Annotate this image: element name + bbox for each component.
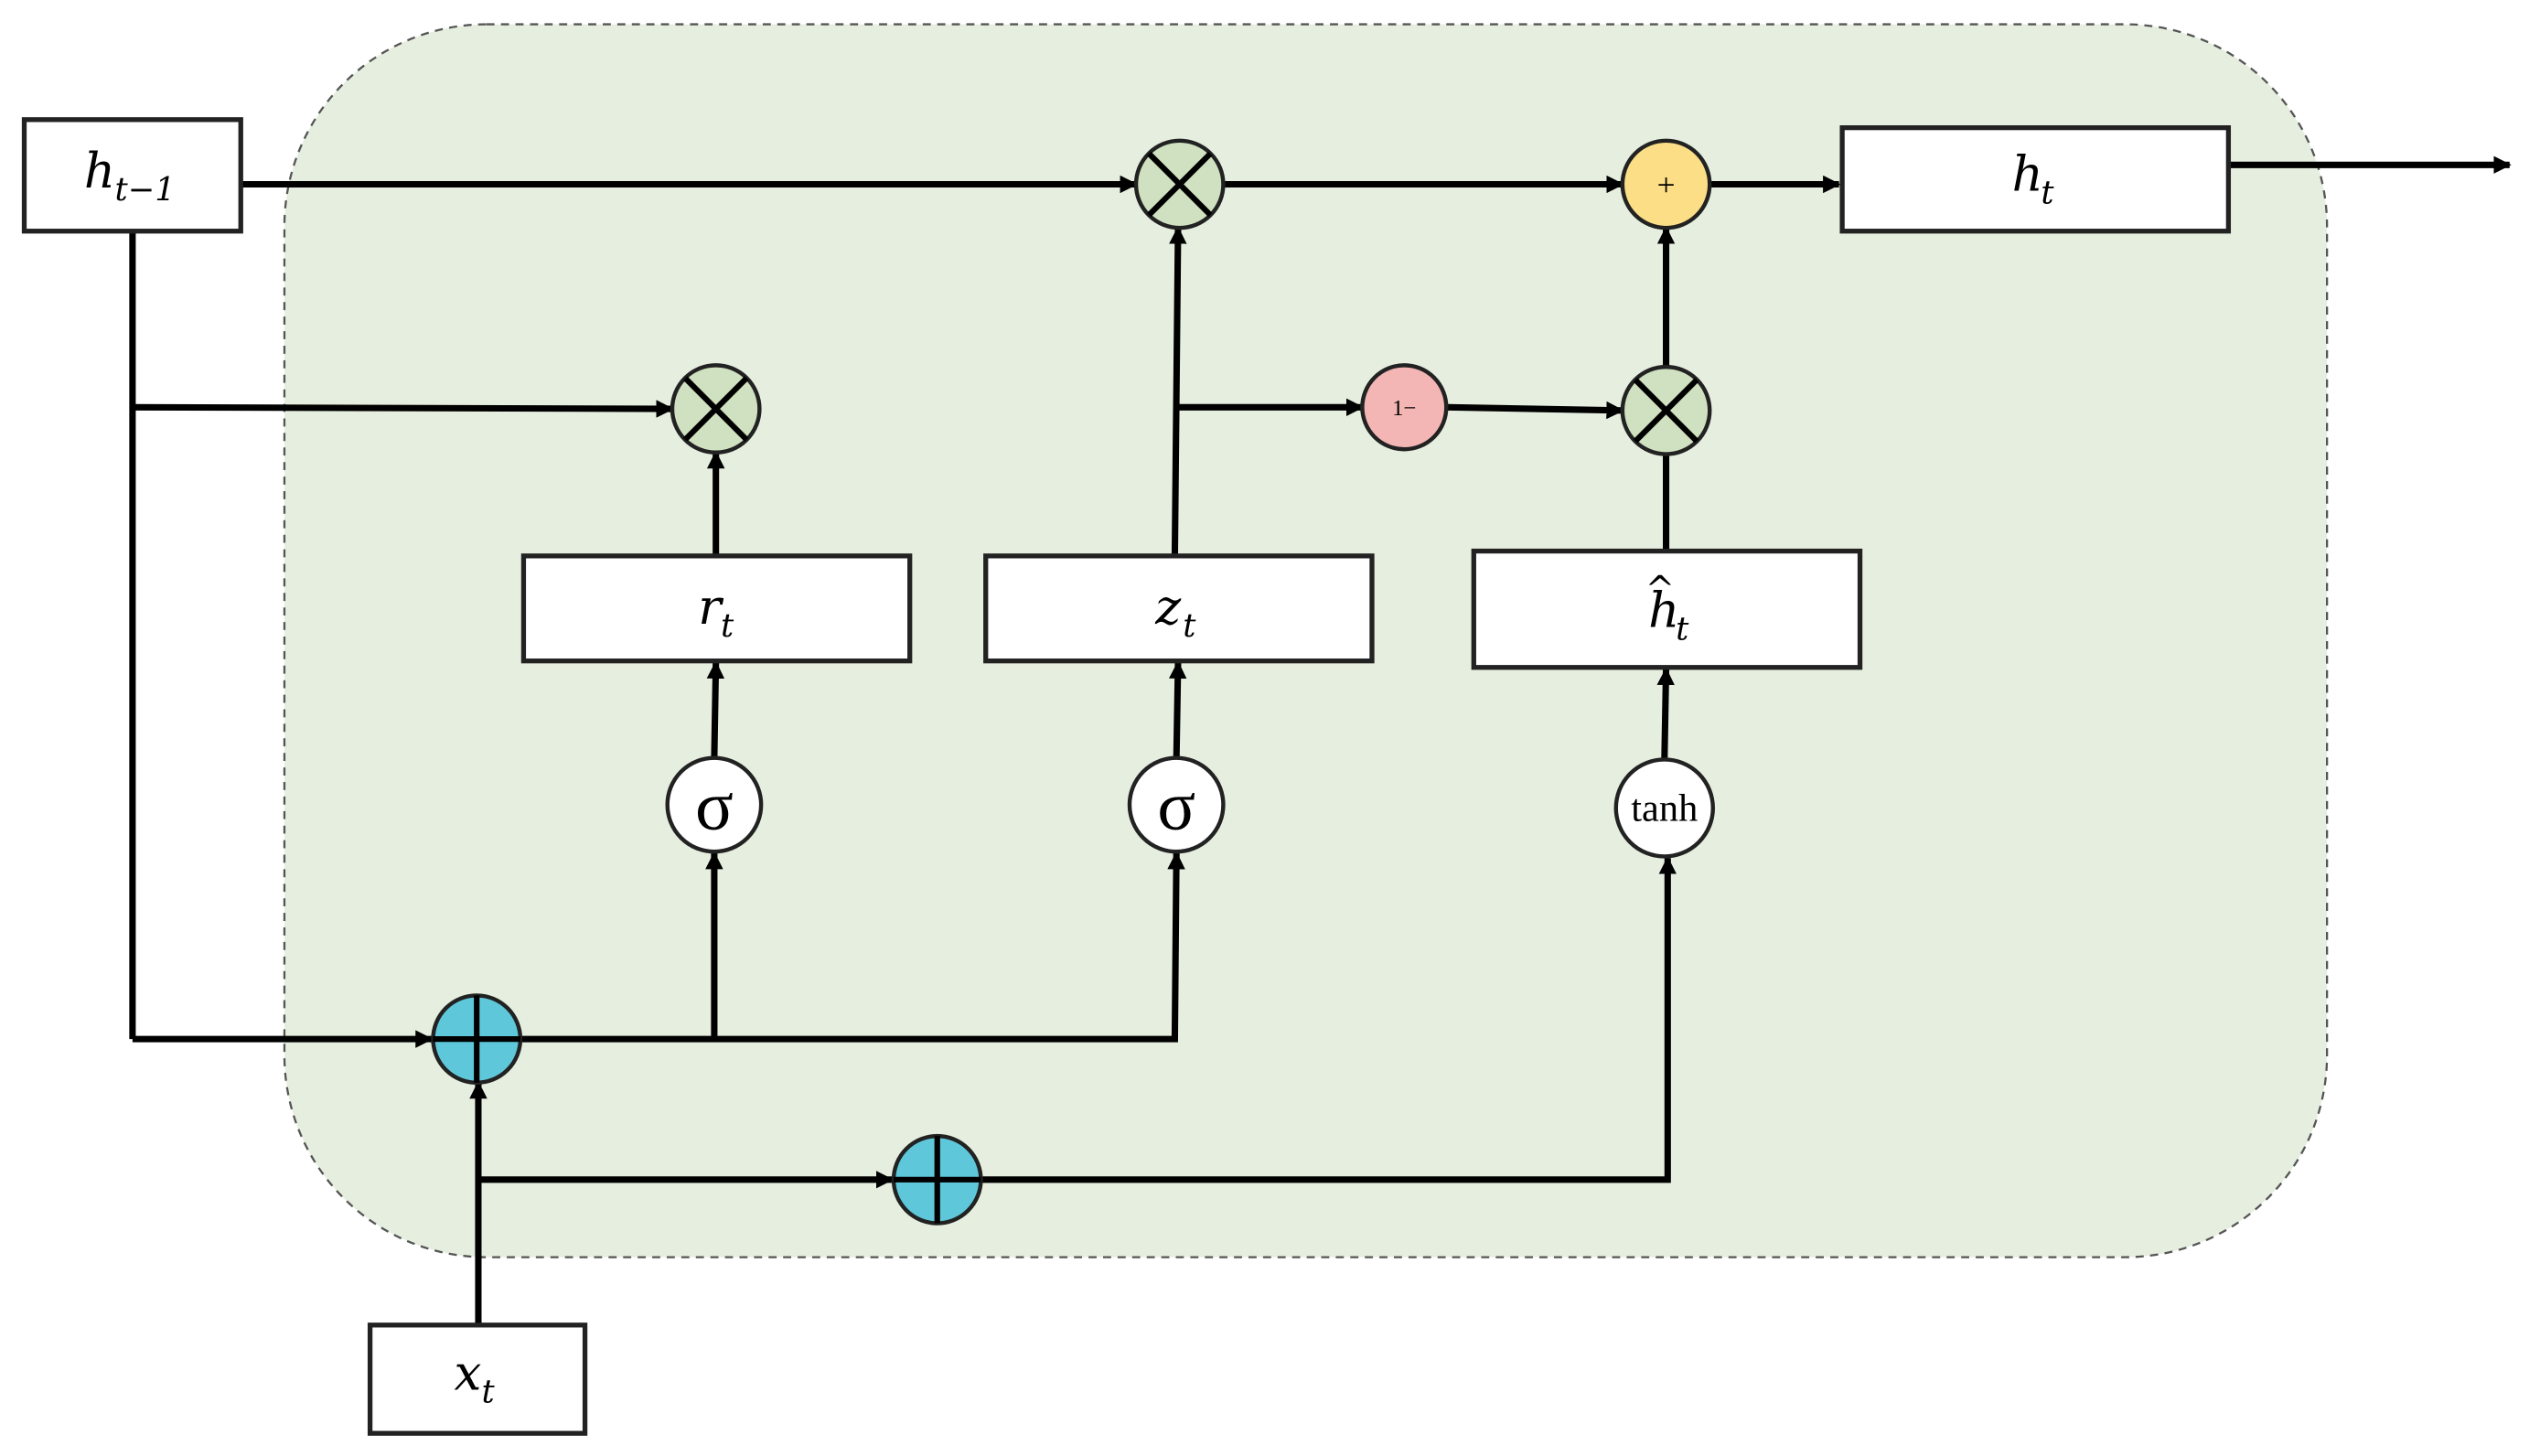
candidate-label-hat: ^ bbox=[1645, 569, 1676, 610]
update-gate-label-sub: t bbox=[1183, 607, 1196, 645]
reset-gate-label-sub: t bbox=[721, 607, 734, 645]
reset-gate-node: r t bbox=[520, 553, 913, 664]
circle-plus-icon bbox=[894, 1136, 981, 1224]
concat-op-candidate bbox=[891, 1133, 983, 1226]
h-prev-node: h t−1 bbox=[21, 117, 243, 234]
h-prev-label-sub: t−1 bbox=[114, 171, 175, 209]
multiply-op-reset bbox=[670, 363, 762, 455]
x-in-label-base: x bbox=[454, 1345, 481, 1401]
multiply-op-top bbox=[1133, 138, 1226, 230]
sigma-reset-symbol: σ bbox=[695, 765, 734, 844]
candidate-label-base: h bbox=[1648, 583, 1679, 639]
tanh-symbol: tanh bbox=[1631, 787, 1698, 830]
multiply-op-candidate bbox=[1620, 364, 1712, 456]
add-op-symbol: + bbox=[1657, 167, 1676, 203]
reset-gate-label-base: r bbox=[698, 580, 723, 636]
x-in-node: x t bbox=[367, 1322, 588, 1436]
one-minus-op: 1− bbox=[1360, 363, 1449, 452]
circle-times-icon bbox=[1633, 378, 1699, 444]
h-out-node: h t bbox=[1839, 124, 2232, 234]
concat-op-main bbox=[431, 993, 523, 1086]
tanh-op: tanh bbox=[1613, 757, 1715, 859]
add-op: + bbox=[1620, 138, 1712, 230]
sigma-op-reset: σ bbox=[665, 755, 764, 854]
one-minus-op-symbol: 1− bbox=[1392, 396, 1416, 421]
circle-times-icon bbox=[1146, 151, 1213, 218]
sigma-update-symbol: σ bbox=[1157, 765, 1195, 844]
candidate-node: h ^ t bbox=[1471, 548, 1863, 670]
connection-lines bbox=[129, 155, 2512, 1325]
sigma-op-update: σ bbox=[1127, 755, 1226, 854]
candidate-label-sub: t bbox=[1676, 611, 1689, 648]
h-out-label-base: h bbox=[2012, 147, 2043, 203]
update-gate-label-base: z bbox=[1154, 580, 1182, 636]
circle-plus-icon bbox=[433, 995, 520, 1083]
update-gate-node: z t bbox=[983, 553, 1375, 664]
circle-times-icon bbox=[682, 376, 749, 442]
h-prev-label-base: h bbox=[84, 144, 115, 199]
h-out-label-sub: t bbox=[2041, 175, 2054, 212]
x-in-label-sub: t bbox=[481, 1374, 495, 1411]
